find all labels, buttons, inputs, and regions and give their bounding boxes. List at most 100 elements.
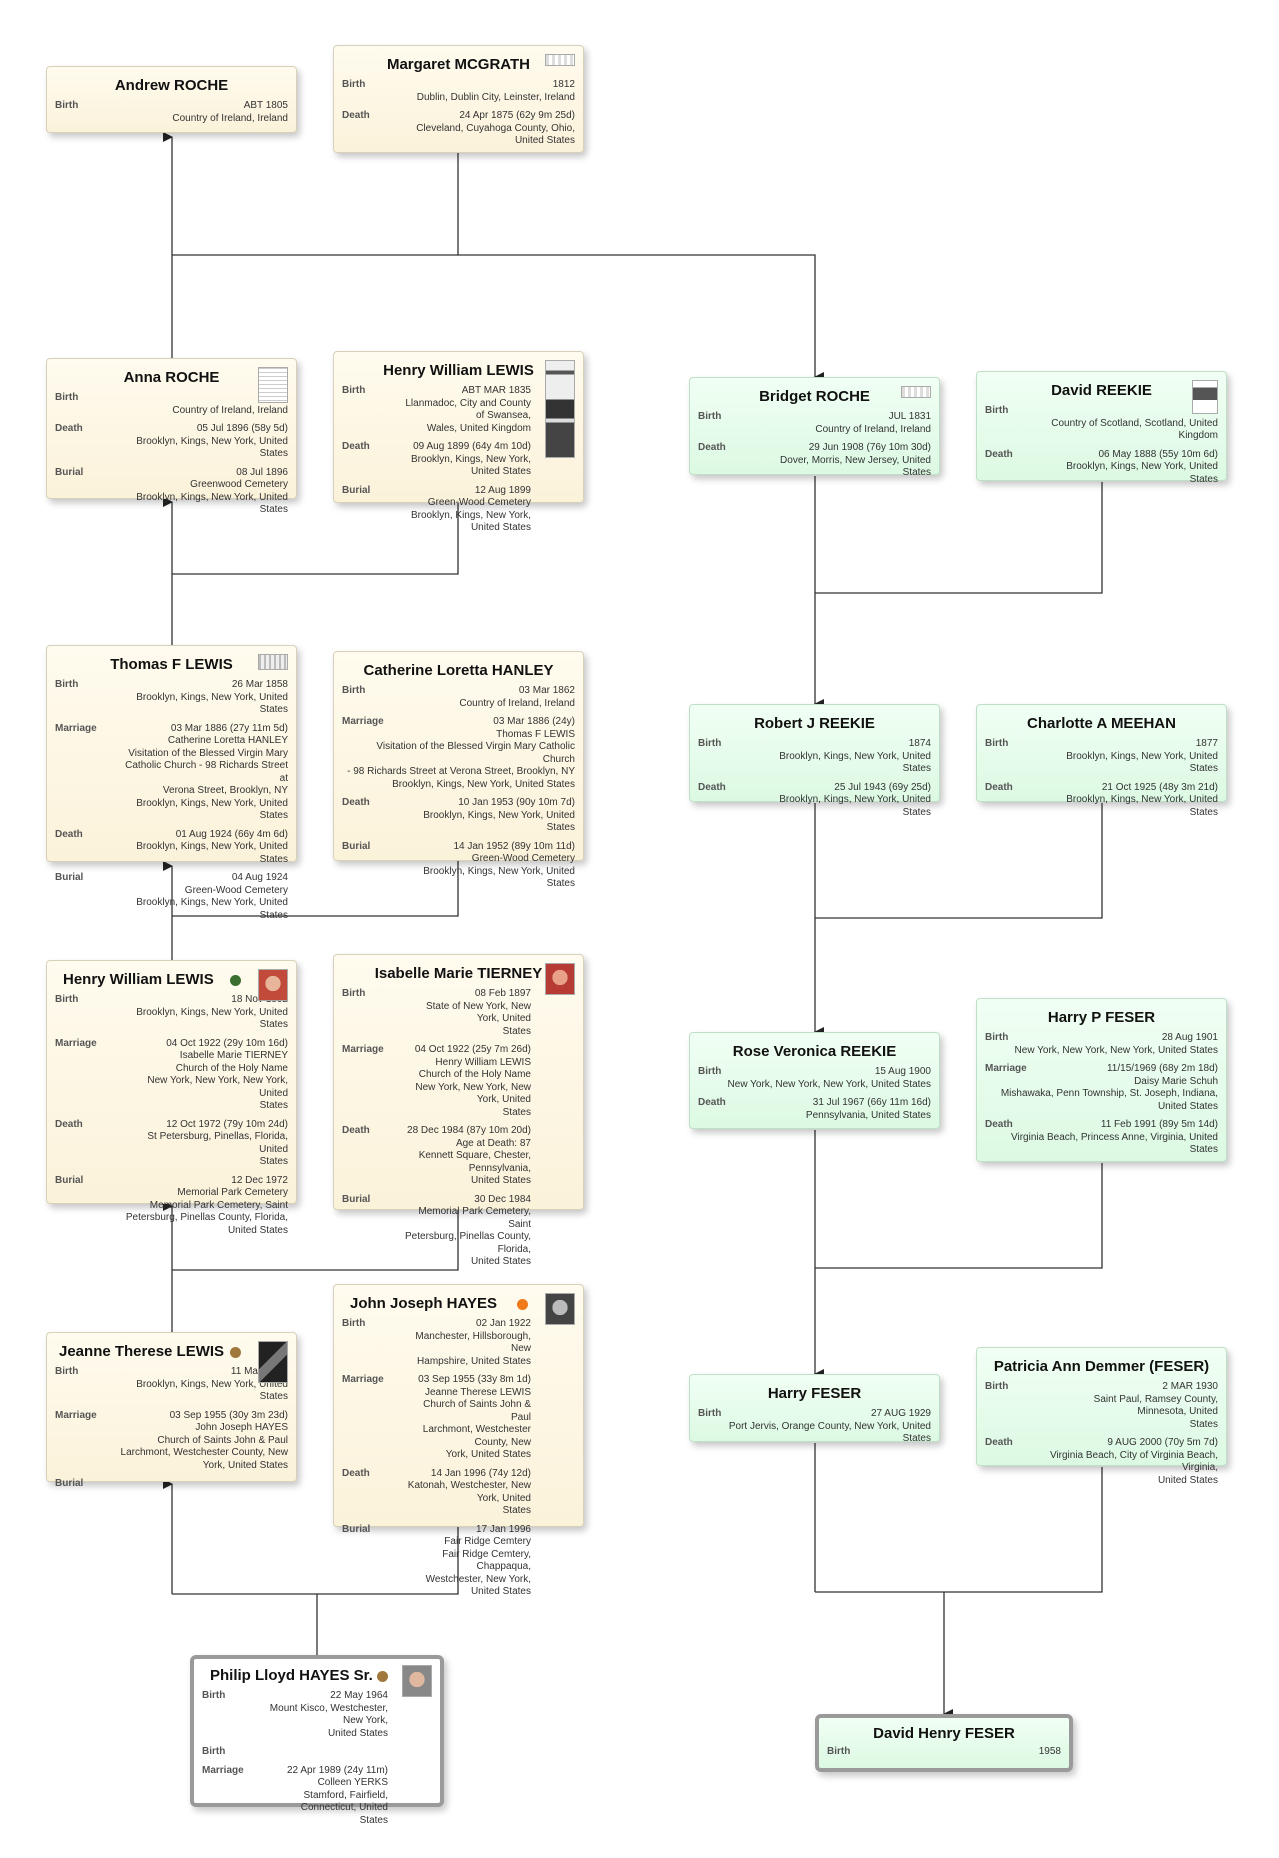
document-thumbnail-icon[interactable] [258, 367, 288, 403]
birth-value: JUL 1831 Country of Ireland, Ireland [815, 411, 931, 435]
birth-value: 15 Aug 1900 New York, New York, New York… [727, 1066, 931, 1090]
death-label: Death [698, 442, 726, 453]
person-name: Rose Veronica REEKIE [732, 1043, 897, 1060]
death-value: 25 Jul 1943 (69y 25d) Brooklyn, Kings, N… [779, 781, 931, 818]
photo-thumbnail-icon[interactable] [545, 1293, 575, 1325]
birth-label: Birth [698, 738, 722, 749]
death-value: 12 Oct 1972 (79y 10m 24d) St Petersburg,… [147, 1118, 288, 1168]
death-value: 06 May 1888 (55y 10m 6d) Brooklyn, Kings… [1066, 448, 1218, 485]
photo-thumbnail-icon[interactable] [545, 963, 575, 995]
marriage-label: Marriage [342, 716, 384, 727]
death-value: 09 Aug 1899 (64y 4m 10d) Brooklyn, Kings… [410, 441, 531, 477]
marriage-value: 04 Oct 1922 (25y 7m 26d) Henry William L… [414, 1044, 531, 1118]
marriage-label: Marriage [342, 1374, 384, 1385]
person-card-david-reekie[interactable]: David REEKIE Birth1832 Country of Scotla… [976, 371, 1227, 485]
death-label: Death [342, 1467, 370, 1479]
birth-value: 1812 Dublin, Dublin City, Leinster, Irel… [416, 79, 575, 103]
birth-label: Birth [202, 1690, 226, 1701]
photo-thumbnail-icon[interactable] [258, 1341, 288, 1383]
person-name: Philip Lloyd HAYES Sr. [210, 1667, 373, 1684]
death-label: Death [342, 110, 370, 121]
birth-label: Birth [202, 1746, 226, 1757]
marriage-value: 03 Mar 1886 (27y 11m 5d) Catherine Loret… [125, 722, 288, 822]
photo-thumbnail-icon[interactable] [258, 969, 288, 1001]
birth-value: 28 Aug 1901 New York, New York, New York… [1014, 1032, 1218, 1056]
birth-value: 2 MAR 1930 Saint Paul, Ramsey County, Mi… [1093, 1381, 1218, 1430]
person-name: Charlotte A MEEHAN [1027, 715, 1176, 732]
photo-thumbnail-icon[interactable] [402, 1665, 432, 1697]
person-name: Harry P FESER [1047, 1009, 1156, 1026]
birth-value: 02 Jan 1922 Manchester, Hillsborough, Ne… [415, 1318, 531, 1367]
document-thumbnail-icon[interactable] [545, 54, 575, 66]
death-label: Death [342, 1125, 370, 1136]
birth-value: 1877 Brooklyn, Kings, New York, United S… [1066, 738, 1218, 774]
death-label: Death [55, 828, 83, 840]
burial-value: 04 Aug 1924 Green-Wood Cemetery Brooklyn… [136, 872, 288, 921]
birth-label: Birth [985, 405, 1009, 416]
marriage-label: Marriage [55, 722, 97, 734]
birth-value: ABT MAR 1835 Llanmadoc, City and County … [405, 385, 531, 434]
person-card-anna-roche[interactable]: Anna ROCHE Birth1838 Country of Ireland,… [46, 358, 297, 515]
person-name: Thomas F LEWIS [110, 656, 233, 673]
death-label: Death [55, 1118, 83, 1130]
birth-value: 22 May 1964 Mount Kisco, Westchester, Ne… [269, 1690, 388, 1739]
birth-label: Birth [698, 1408, 722, 1419]
person-card-patricia-demmer[interactable]: Patricia Ann Demmer (FESER) Birth 2 MAR 1… [976, 1347, 1227, 1486]
status-dot-icon [230, 975, 241, 986]
birth-value: 26 Mar 1858 Brooklyn, Kings, New York, U… [136, 679, 288, 715]
death-label: Death [342, 797, 370, 808]
person-name: Patricia Ann Demmer (FESER) [993, 1358, 1210, 1375]
burial-value: 08 Jul 1896 Greenwood Cemetery Brooklyn,… [136, 466, 288, 516]
birth-label: Birth [55, 1366, 79, 1377]
birth-label: Birth [55, 392, 79, 403]
burial-value: 12 Aug 1899 Green-Wood Cemetery Brooklyn… [410, 484, 531, 534]
person-name: Andrew ROCHE [114, 77, 229, 94]
person-name: Jeanne Therese LEWIS [59, 1343, 225, 1360]
photo-thumbnail-icon[interactable] [1192, 380, 1218, 414]
document-thumbnail-icon[interactable] [901, 386, 931, 398]
death-value: 9 AUG 2000 (70y 5m 7d) Virginia Beach, C… [1049, 1437, 1218, 1486]
document-thumbnail-icon[interactable] [258, 654, 288, 670]
death-value: 14 Jan 1996 (74y 12d) Katonah, Westchest… [407, 1467, 531, 1517]
burial-label: Burial [342, 1523, 371, 1535]
burial-label: Burial [342, 840, 371, 852]
birth-value: 08 Feb 1897 State of New York, New York,… [425, 988, 531, 1037]
birth-label: Birth [342, 685, 366, 696]
person-name: David REEKIE [1051, 382, 1152, 399]
death-value: 29 Jun 1908 (76y 10m 30d) Dover, Morris,… [780, 442, 931, 478]
death-label: Death [55, 423, 83, 434]
death-value: 05 Jul 1896 (58y 5d) Brooklyn, Kings, Ne… [136, 423, 288, 459]
burial-value: 12 Dec 1972 Memorial Park Cemetery Memor… [125, 1174, 288, 1236]
person-card-philip-hayes-root[interactable]: Philip Lloyd HAYES Sr. Birth 22 May 1964 … [190, 1655, 444, 1826]
death-value: 10 Jan 1953 (90y 10m 7d) Brooklyn, Kings… [423, 797, 575, 833]
burial-value [117, 1478, 288, 1491]
person-name: Harry FESER [767, 1385, 862, 1402]
marriage-label: Marriage [202, 1764, 244, 1776]
death-value: 28 Dec 1984 (87y 10m 20d) Age at Death: … [407, 1125, 531, 1186]
birth-label: Birth [985, 1381, 1009, 1392]
marriage-label: Marriage [985, 1063, 1027, 1074]
marriage-label: Marriage [55, 1409, 97, 1421]
document-thumbnail-icon[interactable] [545, 360, 575, 458]
birth-label: Birth [55, 994, 79, 1005]
birth-label: Birth [827, 1746, 851, 1757]
burial-label: Burial [342, 1193, 371, 1205]
person-name: Margaret MCGRATH [386, 56, 531, 73]
